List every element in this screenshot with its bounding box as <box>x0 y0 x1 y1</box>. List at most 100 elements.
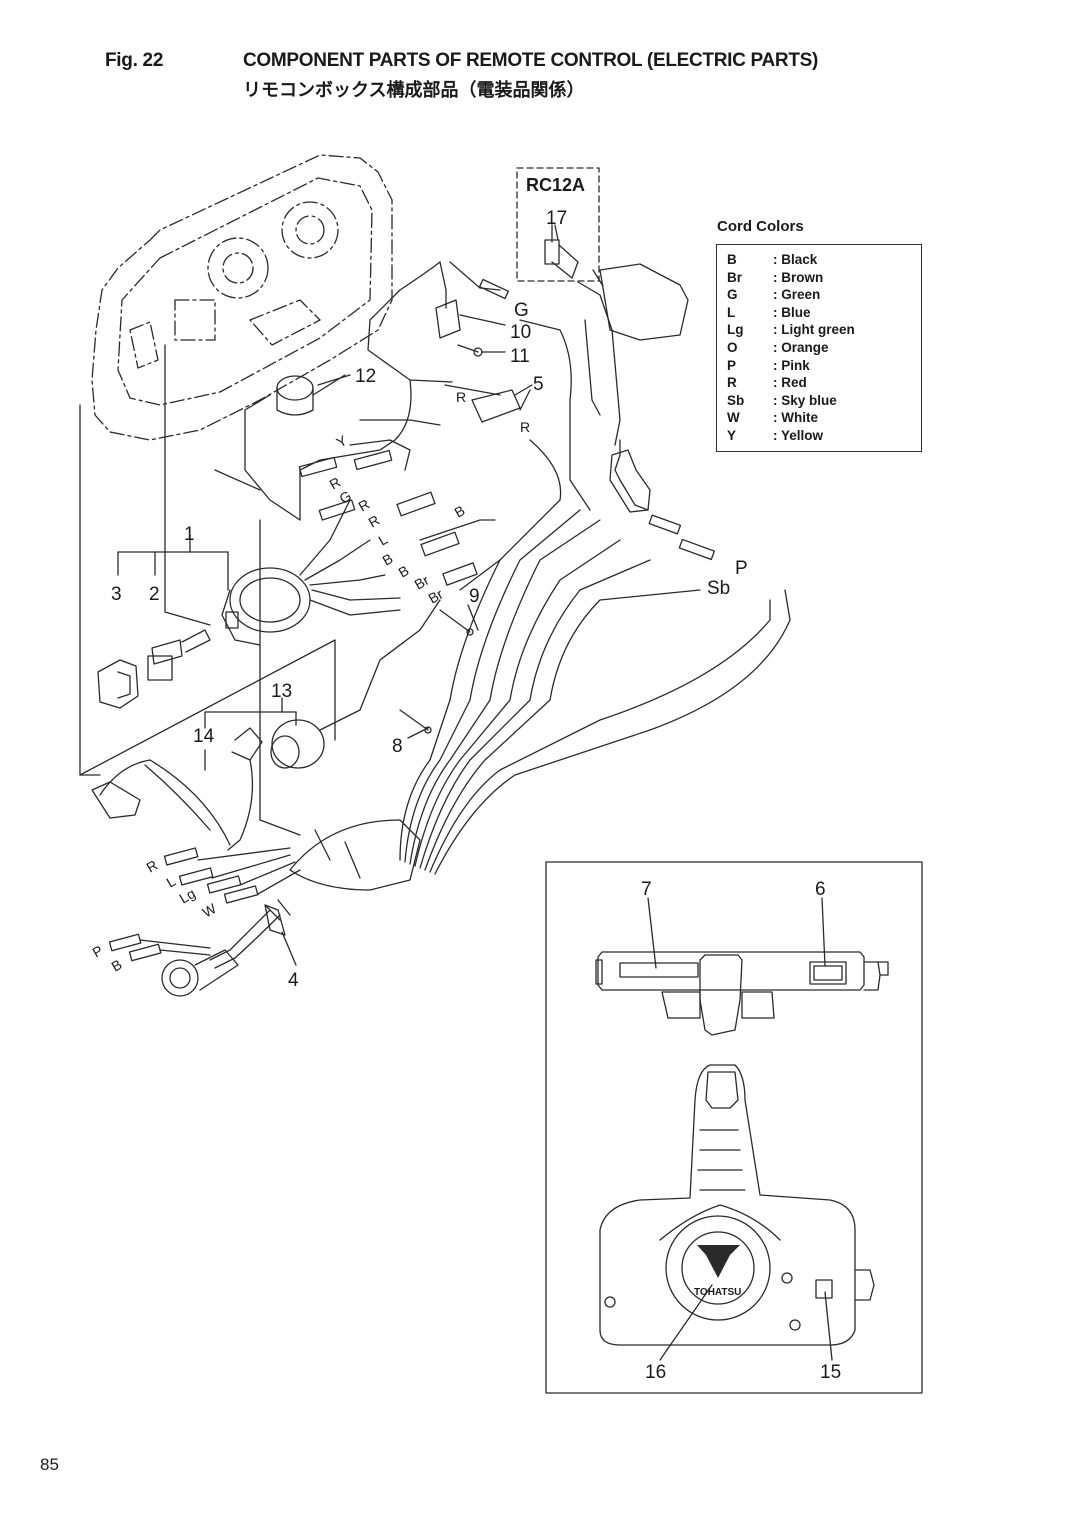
legend-row: R : Red <box>727 374 921 392</box>
wire-code-br: Br <box>426 586 446 607</box>
callout-4: 4 <box>288 970 299 991</box>
pin-part-9 <box>439 609 474 636</box>
wire-code-l: L <box>376 531 391 549</box>
brand-logo-text: TOHATSU <box>694 1287 741 1298</box>
wire-code-b: B <box>396 562 412 581</box>
legend-color: : Green <box>773 287 821 303</box>
tube-part-5 <box>471 384 533 423</box>
page-title: COMPONENT PARTS OF REMOTE CONTROL (ELECT… <box>243 50 819 71</box>
callout-14: 14 <box>193 726 215 747</box>
connector-part-17 <box>544 224 579 279</box>
callout-5: 5 <box>533 374 544 395</box>
legend-code: W <box>727 410 740 426</box>
page-title-japanese: リモコンボックス構成部品（電装品関係） <box>243 80 585 100</box>
screw-part-11 <box>457 344 506 357</box>
sleeve-part-4 <box>264 904 286 936</box>
control-box-top-view <box>595 951 889 1036</box>
callout-15: 15 <box>820 1362 841 1383</box>
cord-colors-title: Cord Colors <box>717 218 804 235</box>
switch-wires <box>299 499 501 616</box>
assembly-guide-lines <box>79 344 336 836</box>
wire-code-y: Y <box>334 432 351 451</box>
legend-row: Y : Yellow <box>727 427 921 445</box>
key-part-2 <box>147 629 211 681</box>
callout-10: 10 <box>510 322 531 343</box>
callout-8: 8 <box>392 736 403 757</box>
wire-code-r: R <box>366 512 383 531</box>
legend-color: : Orange <box>773 339 829 355</box>
variant-label: RC12A <box>526 175 586 195</box>
wire-code-p: P <box>735 558 748 579</box>
wire-code-sb: Sb <box>707 578 730 599</box>
key-switch-part-1 <box>221 567 311 646</box>
callout-6: 6 <box>815 879 826 900</box>
wire-code-b: B <box>380 550 396 569</box>
variant-group-box <box>516 167 600 282</box>
cord-colors-legend: B : Black Br : Brown G : Green L : Blue Lg : … <box>716 244 922 452</box>
callout-11: 11 <box>510 346 530 367</box>
legend-color: : Brown <box>773 269 824 285</box>
throttle-lever-assembly <box>577 263 689 513</box>
switch-part-10 <box>435 261 506 339</box>
control-box-side-view <box>599 1064 875 1346</box>
legend-code: G <box>727 287 738 303</box>
legend-color: : Light green <box>773 322 855 338</box>
legend-code: Lg <box>727 322 744 338</box>
wire-code-w: W <box>200 900 220 921</box>
legend-code: R <box>727 375 737 391</box>
leader-lines <box>281 224 559 966</box>
wire-code-l: L <box>164 873 179 891</box>
legend-row: P : Pink <box>727 357 921 375</box>
legend-code: O <box>727 339 738 355</box>
wire-code-r: R <box>520 419 530 435</box>
wire-code-b: B <box>452 502 468 521</box>
legend-row: Sb : Sky blue <box>727 392 921 410</box>
legend-color: : Yellow <box>773 427 824 443</box>
callout-17: 17 <box>546 208 567 229</box>
legend-color: : Black <box>773 252 818 267</box>
callout-2: 2 <box>149 584 160 605</box>
callout-16: 16 <box>645 1362 666 1383</box>
callout-bracket-13 <box>204 697 297 729</box>
lanyard-part-14 <box>91 727 263 851</box>
wire-code-p: P <box>90 942 106 961</box>
legend-code: Br <box>727 269 743 285</box>
wire-harness <box>209 499 791 969</box>
legend-row: W : White <box>727 409 921 427</box>
legend-row: L : Blue <box>727 304 921 322</box>
inset-leaders <box>647 897 833 1361</box>
legend-row: O : Orange <box>727 339 921 357</box>
legend-color: : Blue <box>773 304 811 320</box>
callout-numbers: 1 2 3 4 5 6 7 8 9 10 11 12 13 14 15 16 1… <box>111 208 841 1383</box>
legend-row: G : Green <box>727 286 921 304</box>
bottom-left-connectors <box>108 847 301 997</box>
callout-bracket-1 <box>117 534 229 591</box>
figure-number: Fig. 22 <box>105 50 164 71</box>
legend-row: B : Black <box>727 251 921 269</box>
legend-color: : Red <box>773 375 807 391</box>
legend-code: L <box>727 304 736 320</box>
legend-code: Y <box>727 427 737 443</box>
callout-13: 13 <box>271 681 292 702</box>
legend-code: Sb <box>727 392 745 408</box>
legend-color: : Pink <box>773 357 810 373</box>
wire-sleeves <box>298 449 715 586</box>
remote-control-housing <box>91 154 393 441</box>
wire-code-b: B <box>109 956 125 975</box>
legend-color: : Sky blue <box>773 392 837 408</box>
wire-code-br: Br <box>412 572 432 593</box>
legend-code: P <box>727 357 737 373</box>
callout-9: 9 <box>469 586 480 607</box>
stop-switch-part-13 <box>270 599 441 769</box>
legend-code: B <box>727 252 737 267</box>
callout-12: 12 <box>355 366 376 387</box>
callout-3: 3 <box>111 584 122 605</box>
wire-code-lg: Lg <box>177 885 198 907</box>
wire-code-r: R <box>356 496 373 515</box>
legend-color: : White <box>773 410 818 426</box>
legend-row: Br : Brown <box>727 269 921 287</box>
legend-row: Lg : Light green <box>727 321 921 339</box>
callout-1: 1 <box>184 524 195 545</box>
buzzer-part-12 <box>244 374 346 521</box>
